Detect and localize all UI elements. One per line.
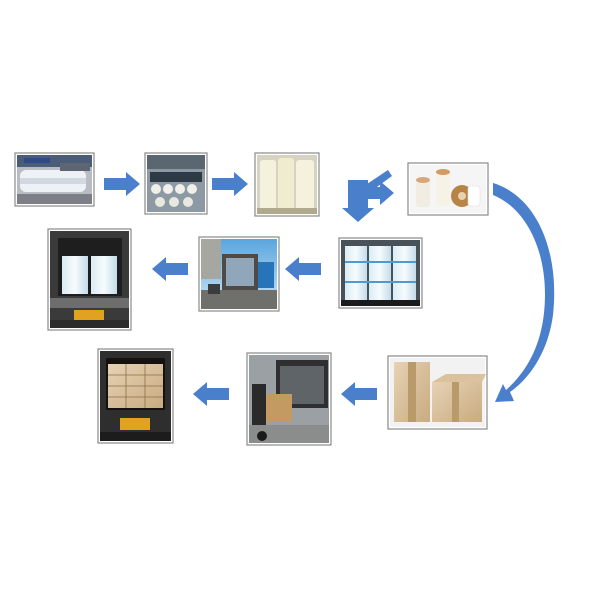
photo-pallets-wrapped <box>338 237 423 309</box>
photo-finished-small-rolls <box>407 162 489 216</box>
arrow-right-1 <box>104 172 140 196</box>
photo-film-rolls-stock <box>254 152 320 217</box>
arrow-left-row2-a <box>152 257 188 281</box>
photo-forklift-container-loading <box>246 352 332 446</box>
bent-arrow-branch <box>342 170 394 222</box>
photo-container-loaded-pallets <box>47 228 132 331</box>
photo-slitting-machine <box>144 152 208 215</box>
photo-truck-loading-yard <box>198 236 280 312</box>
arrow-right-2 <box>212 172 248 196</box>
photo-container-loaded-cartons <box>97 348 174 444</box>
arrow-left-row3-b <box>341 382 377 406</box>
arrow-left-row3-a <box>193 382 229 406</box>
curved-arrow-down <box>493 183 555 402</box>
arrow-left-row2-b <box>285 257 321 281</box>
photo-carton-packing <box>387 355 488 430</box>
photo-film-extrusion-line <box>14 152 95 207</box>
